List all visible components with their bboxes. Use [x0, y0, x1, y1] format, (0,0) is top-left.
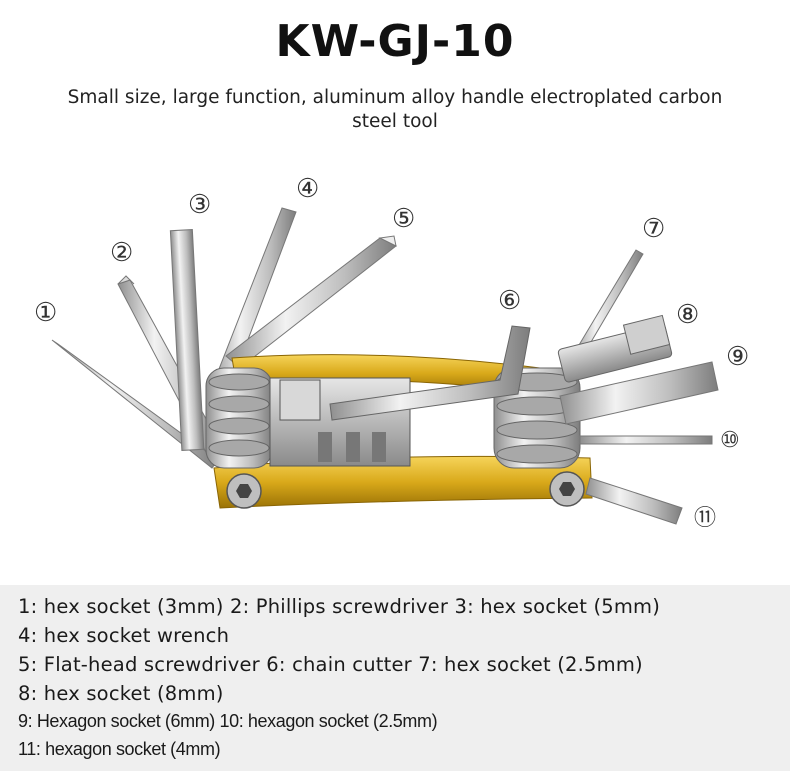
product-title: KW-GJ-10: [275, 16, 515, 67]
legend-line-3: 5: Flat-head screwdriver 6: chain cutter…: [18, 653, 643, 676]
callout-4: ④: [296, 174, 320, 204]
callout-10: ⑩: [720, 428, 740, 453]
legend-line-5: 9: Hexagon socket (6mm) 10: hexagon sock…: [18, 711, 438, 731]
tool-9-hex-6mm: [559, 361, 719, 425]
callout-6: ⑥: [498, 286, 522, 316]
callout-2: ②: [110, 238, 134, 268]
left-screw: [226, 473, 262, 509]
legend-line-2: 4: hex socket wrench: [18, 624, 230, 647]
callout-5: ⑤: [392, 204, 416, 234]
callout-9: ⑨: [726, 342, 750, 372]
tool-10-hex-2.5mm: [579, 435, 713, 445]
left-pivot-stack: [205, 367, 273, 469]
tool-3-hex-5mm: [169, 229, 205, 451]
callout-7: ⑦: [642, 214, 666, 244]
callout-1: ①: [34, 298, 58, 328]
tool-6-chain-cutter-arm: [329, 325, 531, 421]
multi-tool-figure: ① ② ③ ④ ⑤ ⑥ ⑦ ⑧ ⑨ ⑩ ⑪: [0, 168, 790, 568]
legend-line-4: 8: hex socket (8mm): [18, 682, 224, 705]
legend-line-6: 11: hexagon socket (4mm): [18, 739, 221, 759]
tool-5-flat-screwdriver: [225, 235, 397, 369]
tool-11-hex-4mm: [585, 477, 683, 525]
chain-cutter-block: [269, 377, 411, 467]
product-subtitle: Small size, large function, aluminum all…: [67, 87, 723, 132]
legend-line-1: 1: hex socket (3mm) 2: Phillips screwdri…: [18, 595, 661, 618]
right-screw: [549, 471, 585, 507]
tool-8-hex-8mm: [557, 314, 673, 383]
multi-tool-illustration: [51, 207, 719, 525]
callout-3: ③: [188, 190, 212, 220]
callout-11: ⑪: [694, 506, 717, 531]
callout-8: ⑧: [676, 300, 700, 330]
tool-legend: 1: hex socket (3mm) 2: Phillips screwdri…: [0, 585, 790, 771]
